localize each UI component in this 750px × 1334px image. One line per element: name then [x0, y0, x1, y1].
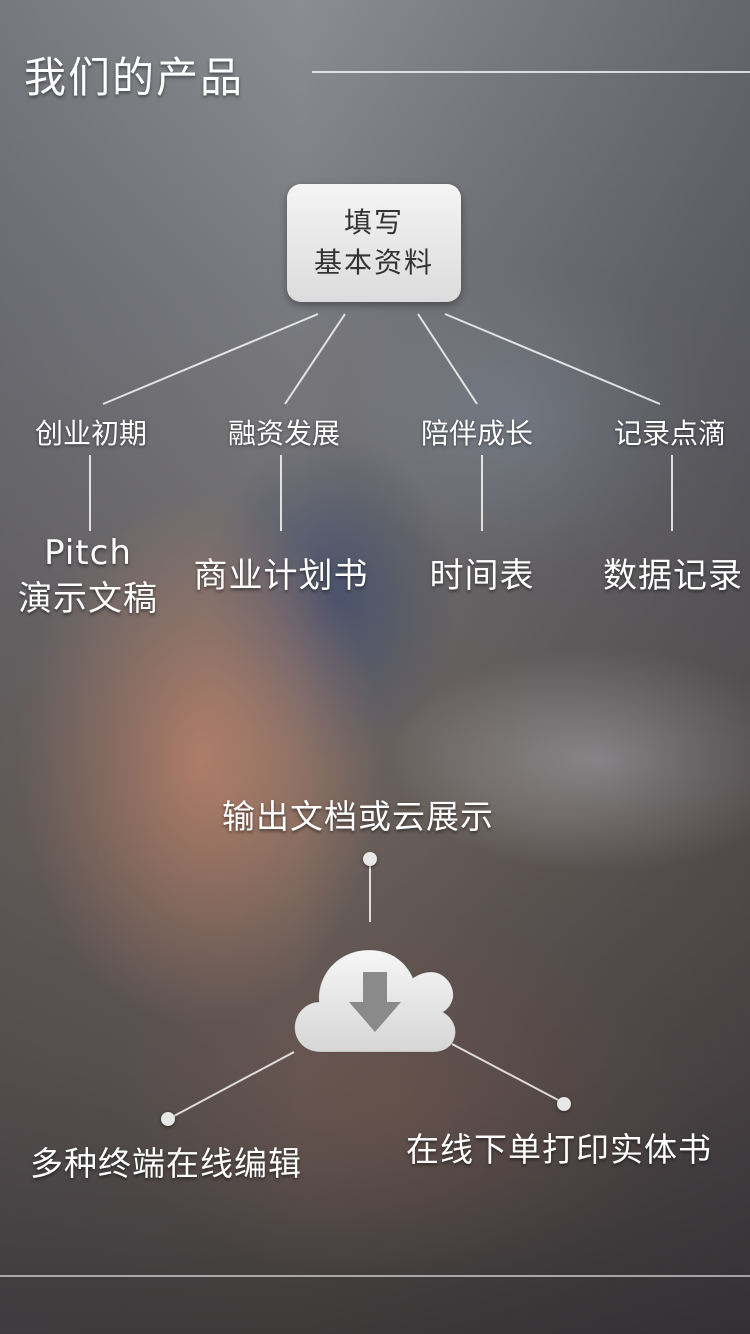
product-pitch-deck: Pitch 演示文稿 — [0, 530, 176, 622]
connector-root-stage-1 — [102, 313, 319, 405]
root-node-basic-info: 填写 基本资料 — [287, 184, 461, 302]
root-node-line-1: 填写 — [343, 206, 404, 239]
product-pitch-line-1: Pitch — [44, 533, 132, 573]
page-title: 我们的产品 — [24, 53, 245, 102]
output-right-label: 在线下单打印实体书 — [406, 1130, 712, 1169]
connector-root-stage-2 — [284, 313, 346, 405]
connector-root-stage-3 — [417, 313, 478, 405]
output-left-label: 多种终端在线编辑 — [30, 1144, 302, 1183]
connector-right-label — [451, 1043, 561, 1102]
stage-label-records: 记录点滴 — [613, 417, 726, 450]
product-data-records: 数据记录 — [603, 556, 743, 596]
output-top-label: 输出文档或云展示 — [222, 797, 494, 836]
product-business-plan: 商业计划书 — [193, 556, 369, 596]
connector-left-label — [173, 1051, 295, 1117]
root-node-line-2: 基本资料 — [313, 246, 434, 279]
connector-dot-right — [557, 1097, 571, 1111]
bottom-divider — [0, 1275, 750, 1277]
product-timeline: 时间表 — [429, 556, 535, 596]
connector-dot-top — [363, 852, 377, 866]
stage-label-growth: 陪伴成长 — [420, 417, 533, 450]
product-pitch-line-2: 演示文稿 — [18, 579, 158, 619]
cloud-download-icon — [294, 949, 456, 1053]
stage-label-financing: 融资发展 — [227, 417, 340, 450]
title-divider — [312, 71, 750, 73]
connector-dot-left — [161, 1112, 175, 1126]
connector-root-stage-4 — [444, 313, 661, 405]
stage-label-startup: 创业初期 — [34, 417, 147, 450]
